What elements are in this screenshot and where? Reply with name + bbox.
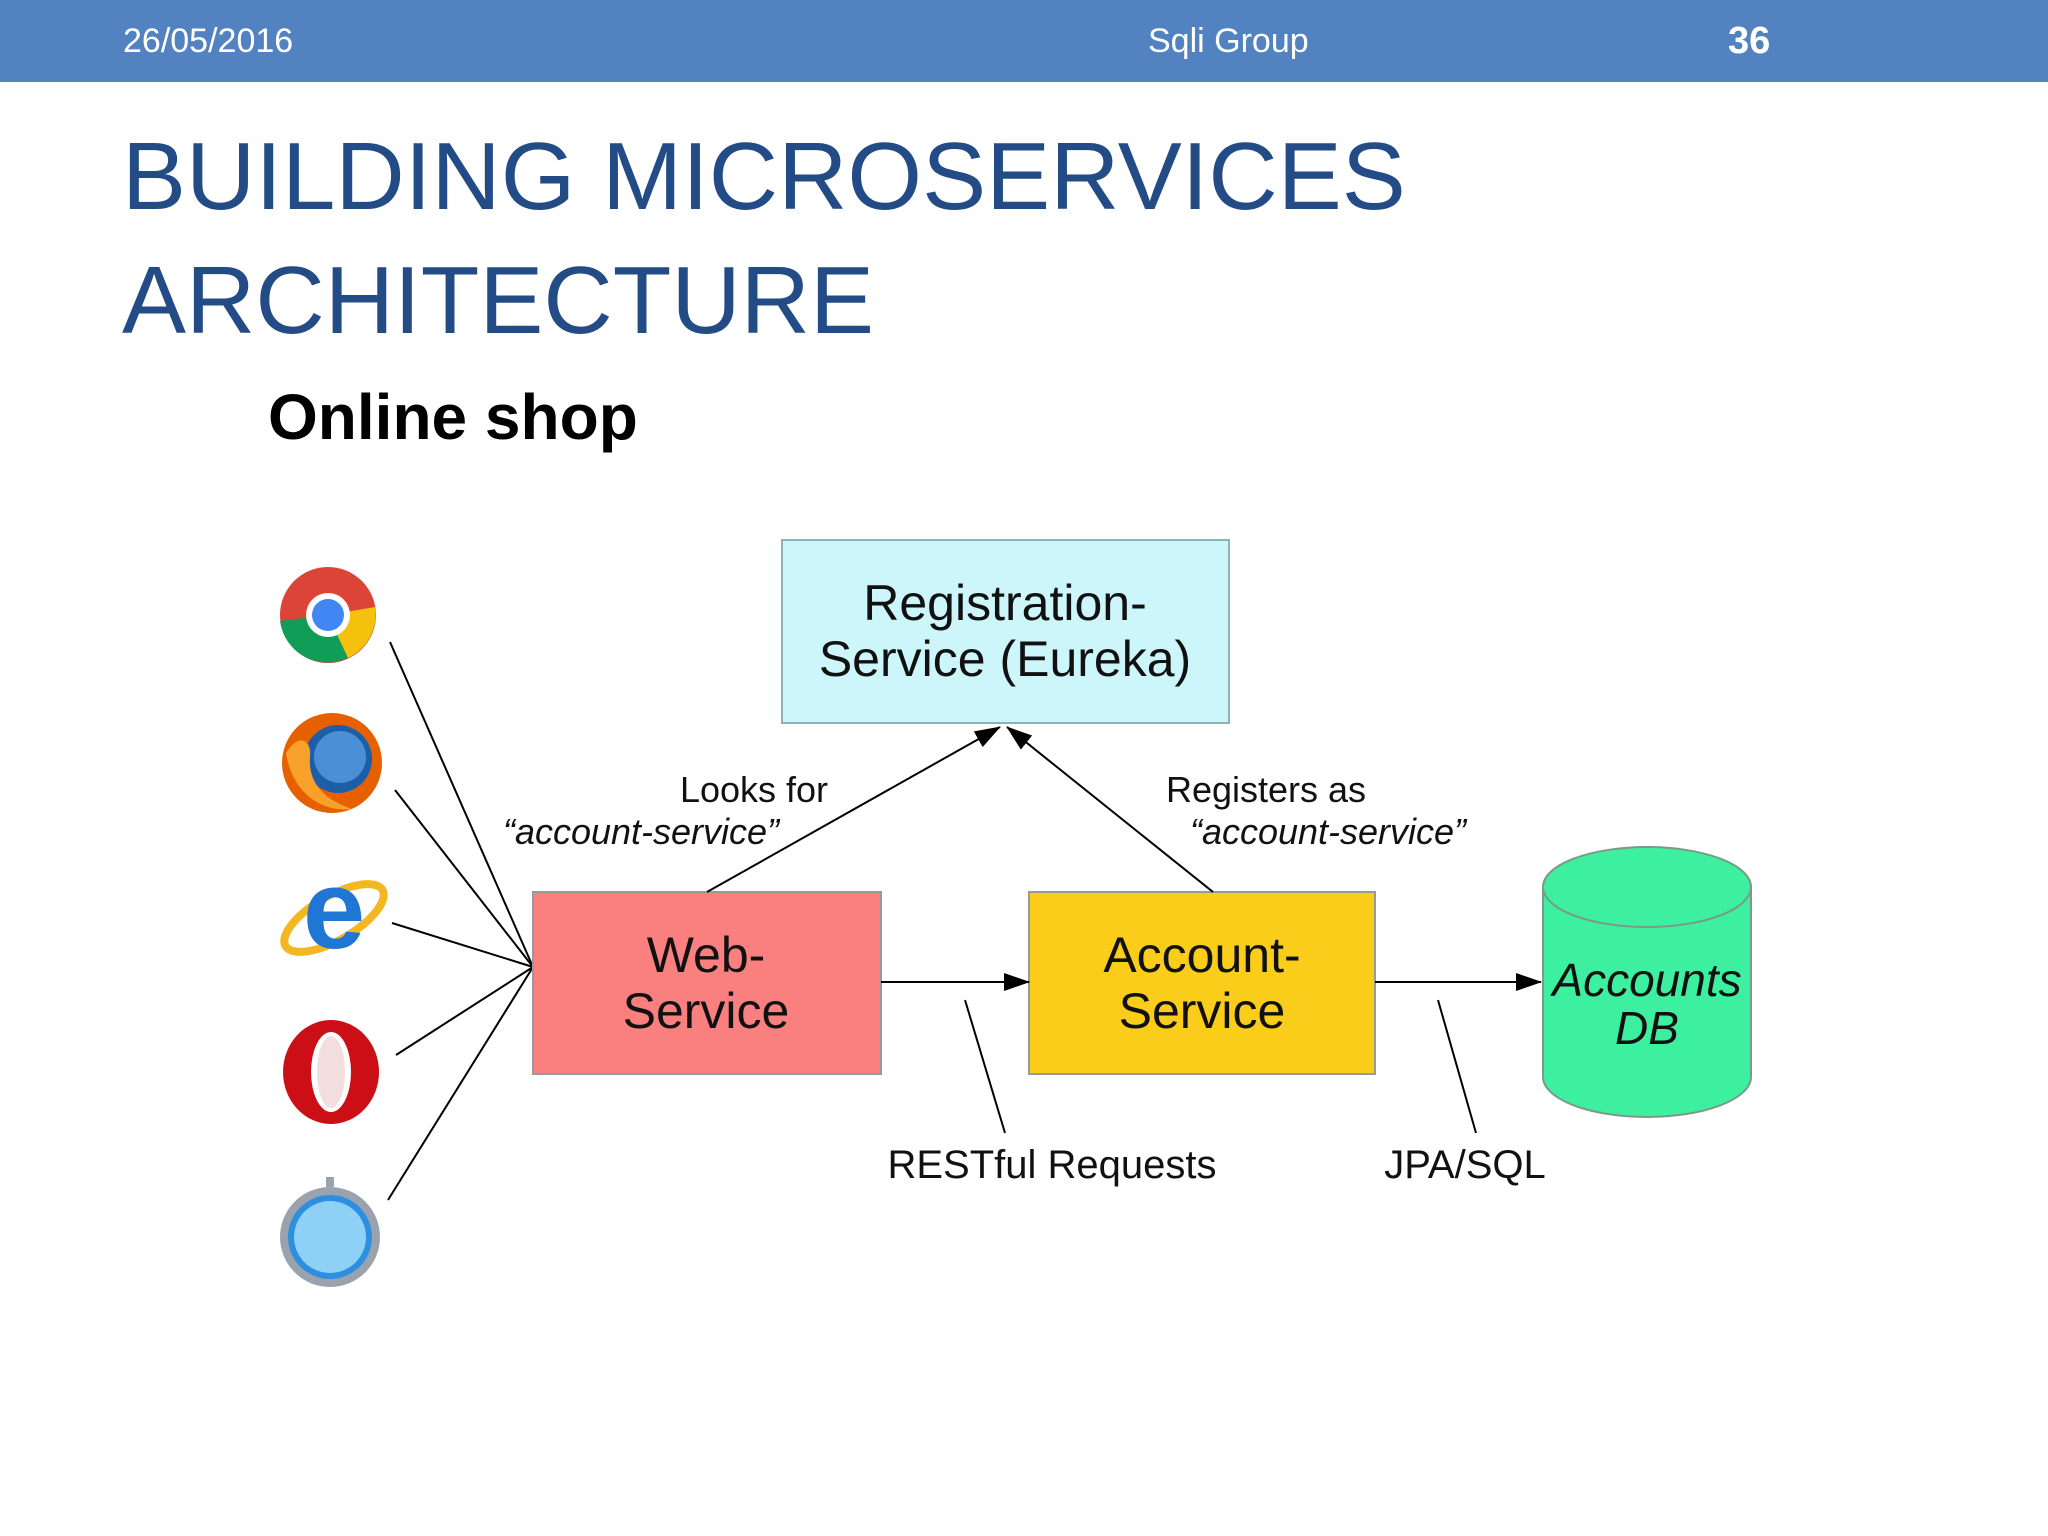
accounts-db-cylinder: Accounts DB [1542, 846, 1752, 1118]
opera-icon [283, 1020, 379, 1124]
looks-for-label-line1: Looks for [680, 769, 828, 810]
registration-service-rect [781, 539, 1230, 724]
firefox-connection-line [394, 789, 534, 968]
accounts-db-label-line1: Accounts [1549, 954, 1741, 1006]
slide-date: 26/05/2016 [123, 22, 294, 60]
jpa-sql-label: JPA/SQL [1384, 1143, 1546, 1187]
account-service-label-line1: Account- [1103, 927, 1300, 983]
looks-for-label-line2: “account-service” [503, 811, 781, 852]
slide-subtitle: Online shop [268, 381, 638, 453]
web-service-label-line2: Service [623, 983, 790, 1039]
registration-service-box: Registration- Service (Eureka) [781, 539, 1230, 724]
registration-service-label-line2: Service (Eureka) [819, 631, 1191, 687]
account-to-registration-arrow [1006, 726, 1214, 893]
browser-connections [387, 641, 534, 1201]
web-service-label-line1: Web- [647, 927, 766, 983]
slide-title: BUILDING MICROSERVICES ARCHITECTURE [122, 115, 1406, 363]
slide-title-line2: ARCHITECTURE [122, 247, 875, 354]
header-bar: 26/05/2016 Sqli Group 36 [0, 0, 2048, 82]
organization-name: Sqli Group [1148, 22, 1309, 60]
account-service-rect [1028, 891, 1376, 1075]
account-service-label-line2: Service [1119, 983, 1286, 1039]
web-service-box: Web- Service [532, 891, 882, 1075]
chrome-connection-line [389, 641, 534, 968]
slide-title-line1: BUILDING MICROSERVICES [122, 123, 1406, 230]
slide-number: 36 [1728, 20, 1771, 62]
safari-connection-line [387, 966, 534, 1201]
account-service-box: Account- Service [1028, 891, 1376, 1075]
registers-as-label-line1: Registers as [1166, 769, 1366, 810]
safari-icon [280, 1177, 380, 1287]
accounts-db-label-line2: DB [1615, 1002, 1679, 1054]
accounts-db-top [1542, 846, 1752, 928]
ie-connection-line [391, 922, 534, 968]
internet-explorer-icon: e [280, 847, 388, 972]
chrome-icon [280, 567, 376, 663]
web-to-registration-arrow [706, 726, 1001, 893]
svg-text:e: e [303, 847, 365, 972]
registers-as-label-line2: “account-service” [1190, 811, 1468, 852]
restful-pointer-line [964, 999, 1006, 1134]
registration-service-label-line1: Registration- [863, 575, 1146, 631]
jpa-pointer-line [1437, 999, 1477, 1134]
accounts-db-body [1542, 887, 1752, 1118]
opera-connection-line [395, 966, 534, 1056]
firefox-icon [282, 713, 382, 813]
restful-requests-label: RESTful Requests [887, 1143, 1216, 1187]
